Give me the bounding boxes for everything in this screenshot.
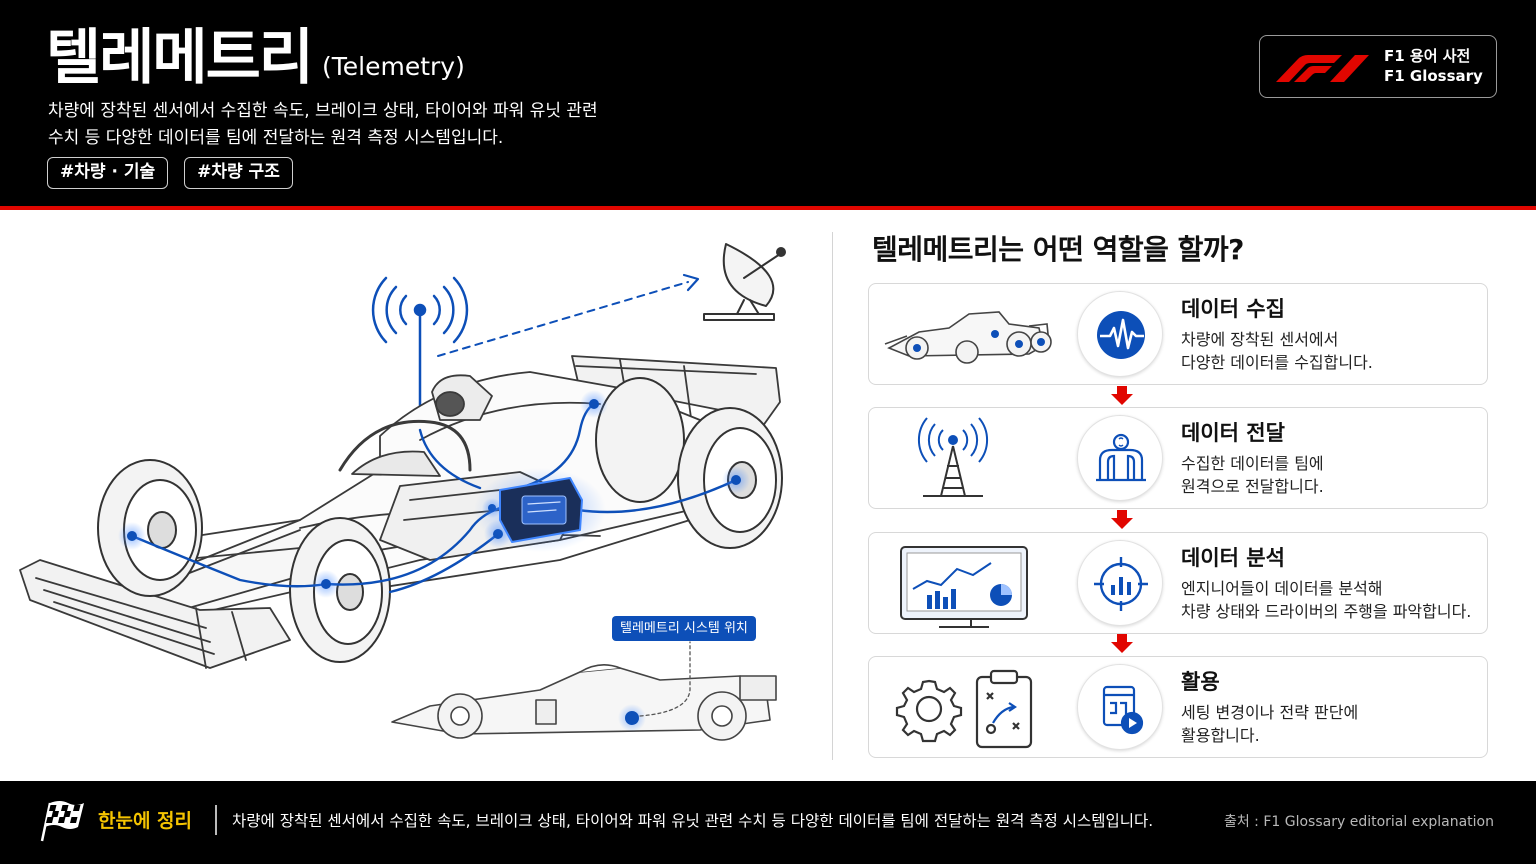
clipboard-strategy-icon — [975, 669, 1033, 749]
role-title: 활용 — [1181, 670, 1220, 694]
role-card-analyze: 데이터 분석 엔지니어들이 데이터를 분석해 차량 상태와 드라이버의 주행을 … — [868, 532, 1488, 634]
role-icon-circle — [1077, 291, 1163, 377]
role-description-line-2: 활용합니다. — [1181, 726, 1260, 745]
role-card-apply: 활용 세팅 변경이나 전략 판단에 활용합니다. — [868, 656, 1488, 758]
role-card-transmit: 데이터 전달 수집한 데이터를 팀에 원격으로 전달합니다. — [868, 407, 1488, 509]
car-sensors-icon — [884, 311, 1052, 364]
header: 텔레메트리 (Telemetry) 차량에 장착된 센서에서 수집한 속도, 브… — [0, 0, 1536, 206]
roles-heading: 텔레메트리는 어떤 역할을 할까? — [872, 233, 1244, 266]
role-description-line-2: 다양한 데이터를 수집합니다. — [1181, 353, 1373, 372]
role-description-line-1: 세팅 변경이나 전략 판단에 — [1181, 703, 1359, 722]
glossary-label-en: F1 Glossary — [1384, 67, 1483, 85]
tag-list: #차량 · 기술 #차량 구조 — [47, 157, 293, 189]
front-right-wheel — [289, 517, 391, 663]
role-title: 데이터 전달 — [1181, 421, 1285, 445]
role-description-line-1: 차량에 장착된 센서에서 — [1181, 330, 1339, 349]
role-title: 데이터 수집 — [1181, 297, 1285, 321]
monitor-chart-icon — [900, 546, 1028, 628]
system-location-label: 텔레메트리 시스템 위치 — [612, 616, 756, 641]
glossary-badge[interactable]: F1 용어 사전 F1 Glossary — [1259, 35, 1497, 98]
waveform-icon — [1097, 311, 1145, 359]
glossary-label-ko: F1 용어 사전 — [1384, 47, 1471, 65]
role-icon-circle — [1077, 540, 1163, 626]
f1-logo-icon — [1276, 55, 1369, 82]
role-description-line-2: 원격으로 전달합니다. — [1181, 477, 1324, 496]
flow-arrow-down-icon — [1111, 510, 1133, 529]
side-view-car — [391, 664, 777, 741]
gear-clipboard-icon — [895, 669, 1033, 749]
description-line-2: 수치 등 다양한 데이터를 팀에 전달하는 원격 측정 시스템입니다. — [48, 128, 504, 148]
term-description: 차량에 장착된 센서에서 수집한 속도, 브레이크 상태, 타이어와 파워 유닛… — [48, 98, 688, 152]
role-description: 세팅 변경이나 전략 판단에 활용합니다. — [1181, 701, 1358, 747]
tag-vehicle-tech[interactable]: #차량 · 기술 — [47, 157, 169, 189]
gear-icon — [895, 679, 963, 743]
car-illustration — [19, 243, 786, 741]
role-description-line-2: 차량 상태와 드라이버의 주행을 파악합니다. — [1181, 602, 1472, 621]
role-icon-circle — [1077, 664, 1163, 750]
telemetry-unit — [474, 468, 606, 552]
role-description: 차량에 장착된 센서에서 다양한 데이터를 수집합니다. — [1181, 328, 1373, 374]
strategy-play-icon — [1102, 685, 1144, 735]
front-left-wheel — [97, 459, 203, 597]
role-description: 엔지니어들이 데이터를 분석해 차량 상태와 드라이버의 주행을 파악합니다. — [1181, 577, 1471, 623]
summary-label: 한눈에 정리 — [98, 810, 193, 832]
role-description: 수집한 데이터를 팀에 원격으로 전달합니다. — [1181, 452, 1324, 498]
role-card-collect: 데이터 수집 차량에 장착된 센서에서 다양한 데이터를 수집합니다. — [868, 283, 1488, 385]
vertical-divider — [832, 232, 833, 760]
page-title: 텔레메트리 — [46, 23, 314, 93]
analysis-target-icon — [1094, 557, 1148, 611]
footer-separator — [215, 805, 217, 835]
page-title-english: (Telemetry) — [322, 52, 465, 81]
tag-vehicle-structure[interactable]: #차량 구조 — [184, 157, 293, 189]
team-garage-icon — [1096, 433, 1146, 482]
role-icon-circle — [1077, 415, 1163, 501]
satellite-dish-icon — [703, 243, 786, 321]
radio-tower-icon — [917, 417, 989, 497]
checkered-flag-icon — [40, 801, 84, 842]
system-location-marker — [618, 641, 691, 732]
flow-arrow-down-icon — [1111, 634, 1133, 653]
role-description-line-1: 수집한 데이터를 팀에 — [1181, 454, 1324, 473]
role-title: 데이터 분석 — [1181, 546, 1285, 570]
footer-summary: 한눈에 정리 차량에 장착된 센서에서 수집한 속도, 브레이크 상태, 타이어… — [0, 781, 1536, 864]
source-credit: 출처 : F1 Glossary editorial explanation — [1223, 814, 1494, 830]
rear-left-wheel — [595, 377, 685, 503]
glossary-text: F1 용어 사전 F1 Glossary — [1384, 46, 1483, 86]
description-line-1: 차량에 장착된 센서에서 수집한 속도, 브레이크 상태, 타이어와 파워 유닛… — [48, 101, 598, 121]
header-red-rule — [0, 206, 1536, 210]
summary-text: 차량에 장착된 센서에서 수집한 속도, 브레이크 상태, 타이어와 파워 유닛… — [232, 812, 1154, 830]
flow-arrow-down-icon — [1111, 386, 1133, 405]
role-description-line-1: 엔지니어들이 데이터를 분석해 — [1181, 579, 1383, 598]
